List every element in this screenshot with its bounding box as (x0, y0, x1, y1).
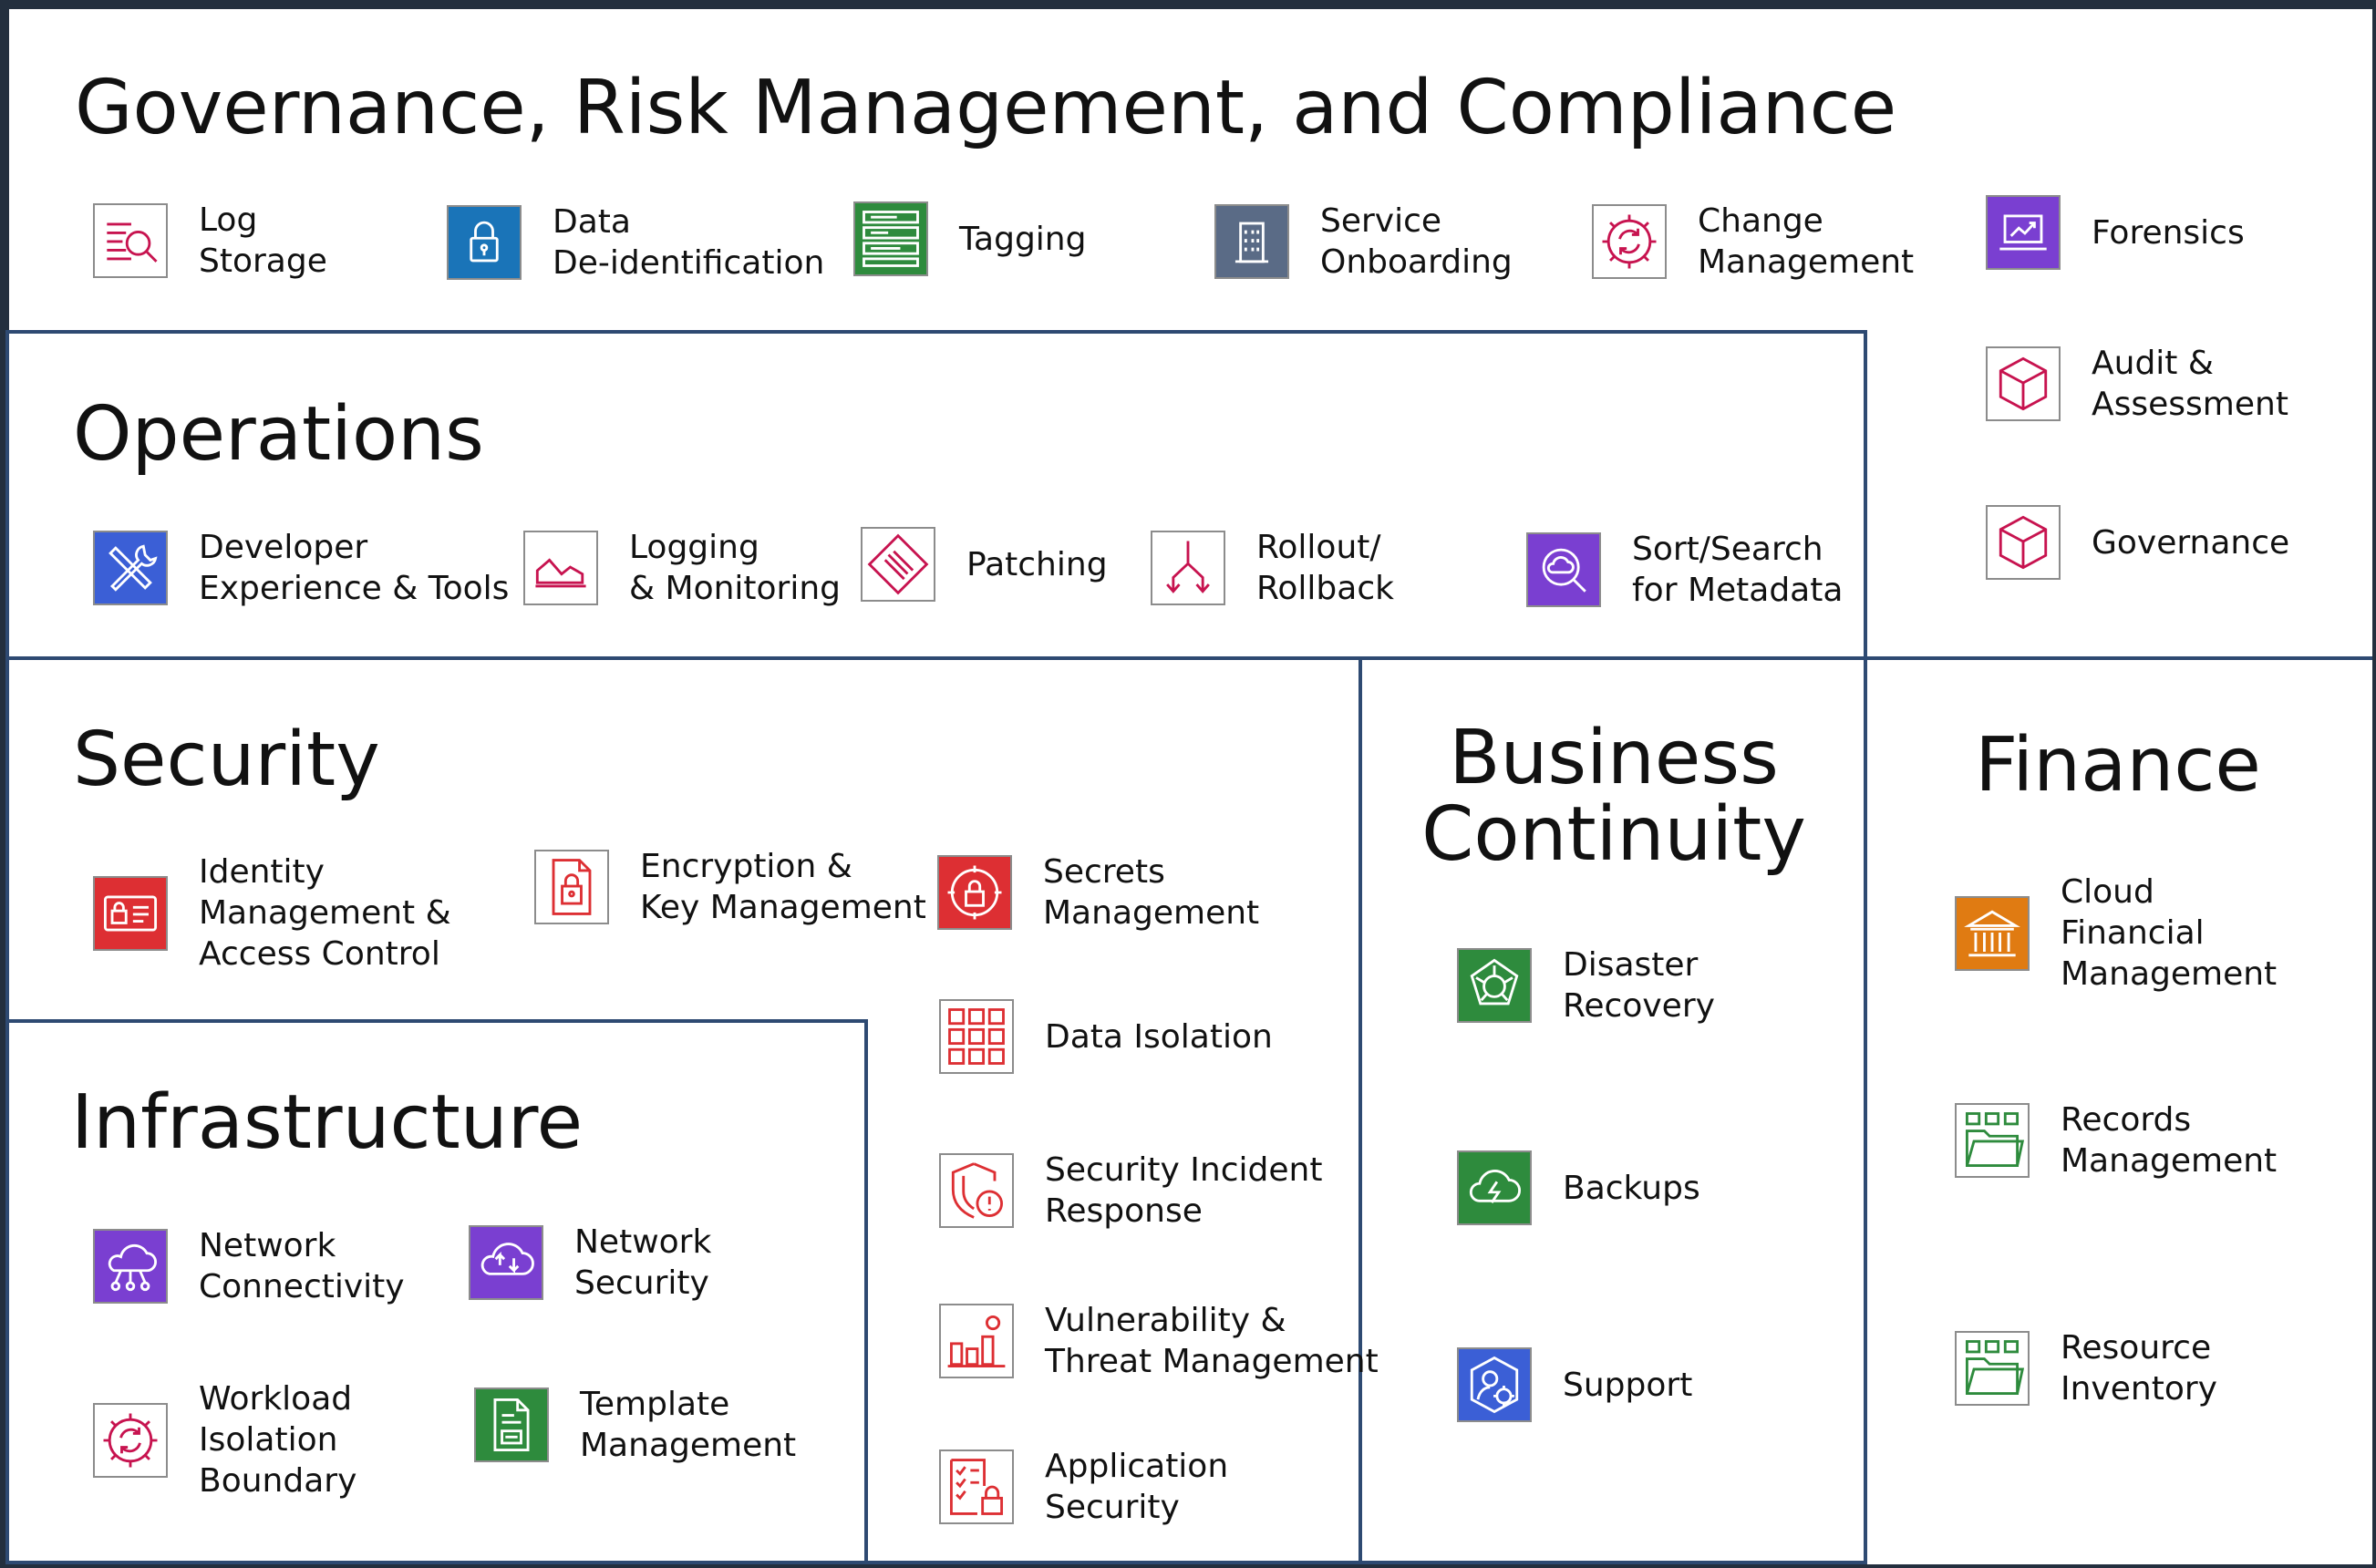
backups-label: Backups (1563, 1169, 1700, 1207)
branch-arrows-icon (1151, 531, 1225, 605)
shield-alert-icon (939, 1153, 1014, 1228)
network-connectivity-item: Network Connectivity (93, 1225, 405, 1307)
finance-title: Finance (1975, 722, 2261, 809)
log-storage-item: Log Storage (93, 200, 327, 282)
cloud-upload-icon (469, 1225, 543, 1300)
identity-management-item: Identity Management & Access Control (93, 851, 451, 975)
rollout-rollback-item: Rollout/ Rollback (1151, 527, 1394, 609)
secrets-icon (937, 855, 1012, 930)
tagging-item: Tagging (853, 201, 1086, 276)
support-item: Support (1457, 1347, 1692, 1422)
tools-icon (93, 531, 168, 605)
business-continuity-title: Business Continuity (1421, 715, 1806, 878)
resource-inventory-label: Resource Inventory (2061, 1329, 2217, 1408)
bar-chart-icon (939, 1304, 1014, 1378)
logging-monitoring-item: Logging & Monitoring (523, 527, 841, 609)
gear-cycle-icon (1592, 204, 1667, 279)
infrastructure-title: Infrastructure (71, 1079, 584, 1166)
vulnerability-item: Vulnerability & Threat Management (939, 1300, 1379, 1382)
incident-response-item: Security Incident Response (939, 1150, 1322, 1232)
cube-icon (1986, 505, 2061, 580)
backups-item: Backups (1457, 1150, 1700, 1225)
resource-inventory-item: Resource Inventory (1955, 1327, 2217, 1409)
network-security-label: Network Security (574, 1223, 712, 1302)
patching-item: Patching (861, 527, 1108, 602)
cloud-search-icon (1526, 532, 1601, 607)
tag-list-icon (853, 201, 928, 276)
data-deidentification-label: Data De-identification (553, 203, 825, 282)
lock-icon (447, 205, 522, 280)
disaster-recovery-label: Disaster Recovery (1563, 946, 1715, 1025)
audit-assessment-item: Audit & Assessment (1986, 343, 2288, 425)
finance-box (1864, 656, 2372, 1564)
template-management-label: Template Management (580, 1386, 797, 1464)
records-management-label: Records Management (2061, 1101, 2278, 1180)
workload-isolation-label: Workload Isolation Boundary (199, 1380, 357, 1500)
application-security-item: Application Security (939, 1446, 1228, 1528)
id-card-icon (93, 875, 168, 951)
network-connectivity-label: Network Connectivity (199, 1227, 405, 1305)
service-onboarding-label: Service Onboarding (1320, 202, 1513, 281)
security-title: Security (73, 717, 380, 803)
document-box-icon (474, 1387, 549, 1462)
laptop-chart-icon (1986, 195, 2061, 270)
grid-icon (939, 999, 1014, 1074)
logging-monitoring-label: Logging & Monitoring (629, 529, 842, 607)
data-isolation-label: Data Isolation (1045, 1017, 1273, 1056)
operations-title: Operations (73, 391, 484, 478)
forensics-item: Forensics (1986, 195, 2245, 270)
log-storage-label: Log Storage (199, 201, 327, 280)
template-management-item: Template Management (474, 1384, 796, 1466)
log-search-icon (93, 203, 168, 278)
sort-search-label: Sort/Search for Metadata (1632, 531, 1844, 609)
infrastructure-box (5, 1019, 868, 1564)
encryption-label: Encryption & Key Management (640, 848, 926, 926)
patch-icon (861, 527, 935, 602)
data-isolation-item: Data Isolation (939, 999, 1273, 1074)
building-icon (1214, 204, 1289, 279)
cube-icon (1986, 346, 2061, 421)
cloud-network-icon (93, 1229, 168, 1304)
change-management-item: Change Management (1592, 201, 1914, 283)
identity-management-label: Identity Management & Access Control (199, 853, 451, 973)
secrets-management-item: Secrets Management (937, 851, 1259, 934)
area-chart-icon (523, 531, 598, 605)
patching-label: Patching (966, 545, 1108, 583)
checklist-lock-icon (939, 1449, 1014, 1524)
folder-icon (1955, 1331, 2030, 1406)
document-lock-icon (534, 850, 609, 924)
tagging-label: Tagging (959, 220, 1087, 258)
rollout-rollback-label: Rollout/ Rollback (1256, 529, 1394, 607)
developer-tools-label: Developer Experience & Tools (199, 529, 510, 607)
network-security-item: Network Security (469, 1222, 711, 1304)
records-management-item: Records Management (1955, 1099, 2277, 1181)
workload-isolation-item: Workload Isolation Boundary (93, 1378, 356, 1501)
cloud-financial-item: Cloud Financial Management (1955, 872, 2277, 995)
secrets-management-label: Secrets Management (1043, 853, 1260, 932)
governance-item: Governance (1986, 505, 2289, 580)
disaster-recovery-item: Disaster Recovery (1457, 944, 1715, 1026)
vulnerability-label: Vulnerability & Threat Management (1045, 1302, 1379, 1380)
folder-icon (1955, 1103, 2030, 1178)
grc-title: Governance, Risk Management, and Complia… (75, 65, 1897, 151)
encryption-item: Encryption & Key Management (534, 846, 926, 928)
cloud-financial-label: Cloud Financial Management (2061, 873, 2278, 993)
bank-icon (1955, 895, 2030, 971)
incident-response-label: Security Incident Response (1045, 1151, 1323, 1230)
governance-label: Governance (2092, 523, 2290, 562)
gear-cycle-icon (93, 1402, 168, 1478)
developer-tools-item: Developer Experience & Tools (93, 527, 509, 609)
support-label: Support (1563, 1366, 1693, 1404)
data-deidentification-item: Data De-identification (447, 201, 824, 284)
user-gear-icon (1457, 1347, 1532, 1422)
change-management-label: Change Management (1698, 202, 1915, 281)
cloud-bolt-icon (1457, 1150, 1532, 1225)
recovery-icon (1457, 948, 1532, 1023)
audit-assessment-label: Audit & Assessment (2092, 345, 2288, 423)
application-security-label: Application Security (1045, 1448, 1229, 1526)
service-onboarding-item: Service Onboarding (1214, 201, 1513, 283)
sort-search-item: Sort/Search for Metadata (1526, 529, 1843, 611)
forensics-label: Forensics (2092, 213, 2245, 252)
